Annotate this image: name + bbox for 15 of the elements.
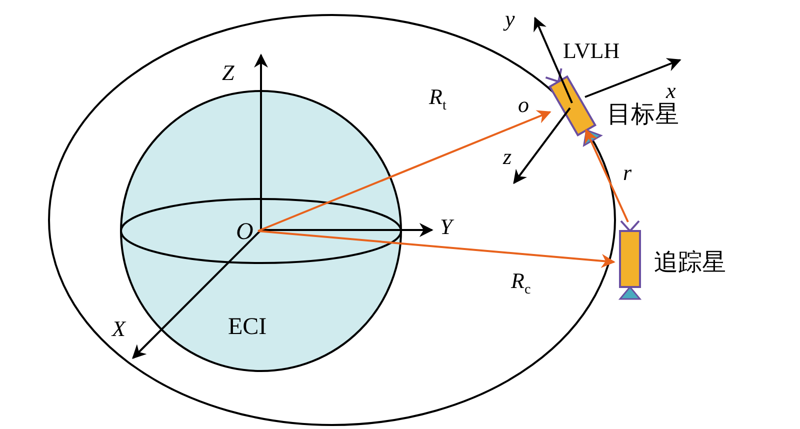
frame-label: ECI xyxy=(228,315,267,339)
axis-label: x xyxy=(666,80,676,102)
axis-label: Z xyxy=(222,62,234,84)
axis-label: y xyxy=(505,8,515,30)
axis-label: z xyxy=(503,146,512,168)
frame-label: LVLH xyxy=(563,40,620,62)
axis-label: o xyxy=(518,94,529,116)
satellite-label: 追踪星 xyxy=(654,250,726,274)
axis-label: X xyxy=(112,318,126,340)
vector-arrow xyxy=(258,110,552,232)
origin-label: O xyxy=(236,220,254,244)
vector-arrow xyxy=(584,128,629,222)
axis-label: Y xyxy=(440,216,452,238)
satellite-label: 目标星 xyxy=(607,102,679,126)
vector-arrow xyxy=(258,230,616,268)
